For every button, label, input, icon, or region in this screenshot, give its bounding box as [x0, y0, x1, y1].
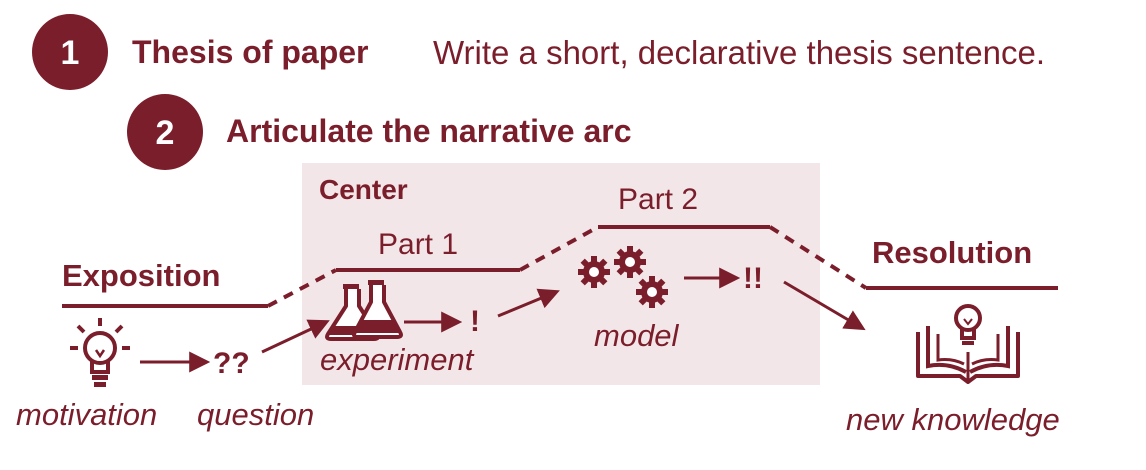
exclaim-double: !! [743, 262, 763, 295]
step-1-description: Write a short, declarative thesis senten… [433, 34, 1045, 71]
step-1-badge [32, 14, 108, 90]
step-1-number: 1 [61, 34, 80, 72]
step-2-badge [127, 94, 203, 170]
question-caption: question [197, 397, 314, 432]
center-label: Center [319, 174, 408, 205]
new-knowledge-caption: new knowledge [846, 402, 1060, 437]
arrow-question-to-experiment [261, 319, 330, 354]
step-2-title: Articulate the narrative arc [226, 113, 632, 149]
exposition-label: Exposition [62, 258, 220, 293]
resolution-label: Resolution [872, 235, 1032, 270]
experiment-caption: experiment [320, 342, 475, 377]
exclaim-single: ! [470, 305, 480, 338]
motivation-caption: motivation [16, 397, 157, 432]
exposition-to-part1-dashes [267, 268, 337, 308]
part2-to-resolution-dashes [768, 225, 868, 290]
arrow-discovery-to-resolution [783, 280, 866, 331]
step-1-title: Thesis of paper [132, 34, 369, 70]
part-1-label: Part 1 [378, 228, 458, 261]
part-2-label: Part 2 [618, 183, 698, 216]
lightbulb-icon [70, 318, 130, 387]
book-lightbulb-icon [916, 304, 1020, 384]
step-2-number: 2 [156, 114, 175, 152]
model-caption: model [594, 318, 680, 353]
question-marks: ?? [213, 347, 250, 380]
flasks-icon [325, 280, 403, 341]
arrow-insight-to-model [497, 288, 560, 318]
part1-to-part2-dashes [519, 225, 599, 272]
